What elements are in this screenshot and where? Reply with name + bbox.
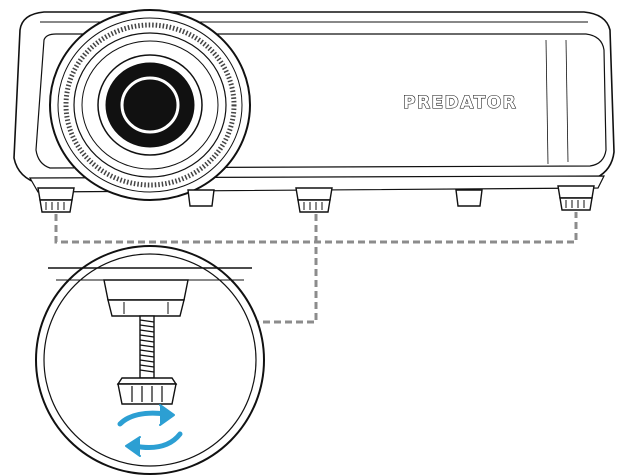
- magnifier-circle: [35, 245, 265, 475]
- rotate-clockwise-arrows-icon: [117, 404, 183, 457]
- brand-logo-text: PREDATOR: [403, 93, 517, 113]
- projector-feet: [37, 185, 595, 213]
- front-left-foot: [37, 187, 75, 213]
- rear-pad-right: [455, 189, 483, 207]
- rear-pad-left: [187, 189, 215, 207]
- foot-housing: [103, 279, 189, 317]
- foot-screw: [139, 315, 155, 379]
- front-center-foot: [295, 187, 333, 213]
- front-right-foot: [557, 185, 595, 211]
- connector-to-magnifier: [250, 214, 318, 324]
- projector-lens: [49, 9, 251, 201]
- adjustment-knob: [116, 377, 178, 405]
- dashed-connector-lines: [54, 212, 578, 324]
